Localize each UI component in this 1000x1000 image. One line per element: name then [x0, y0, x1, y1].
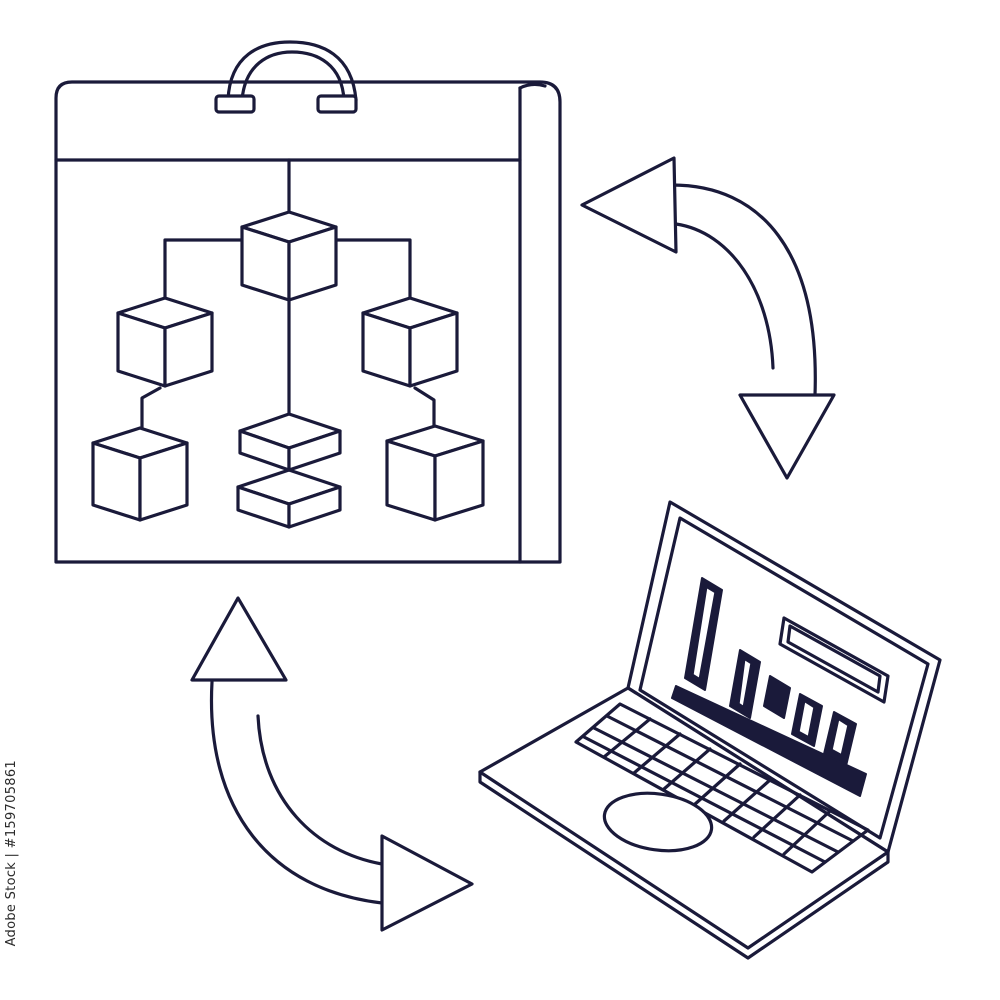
laptop-touchpad	[602, 791, 714, 853]
flowchart-board-icon	[54, 40, 562, 564]
cube-right	[361, 296, 459, 388]
cube-bottom-right	[385, 424, 485, 522]
cycle-arrow-top-right	[580, 156, 836, 480]
board-handle	[214, 40, 358, 114]
cube-top	[240, 210, 338, 302]
cube-bottom-left	[91, 426, 189, 522]
cube-left	[116, 296, 214, 388]
screen-bar-chart	[671, 577, 890, 797]
flowchart-connectors	[140, 158, 436, 436]
laptop-keyboard	[574, 702, 870, 874]
cycle-arrow-bottom-left	[190, 596, 474, 932]
stacked-slabs	[236, 412, 342, 529]
stock-watermark: Adobe Stock | #159705861	[4, 760, 19, 947]
board-frame	[54, 80, 562, 564]
laptop-bar-chart-icon	[478, 500, 942, 960]
